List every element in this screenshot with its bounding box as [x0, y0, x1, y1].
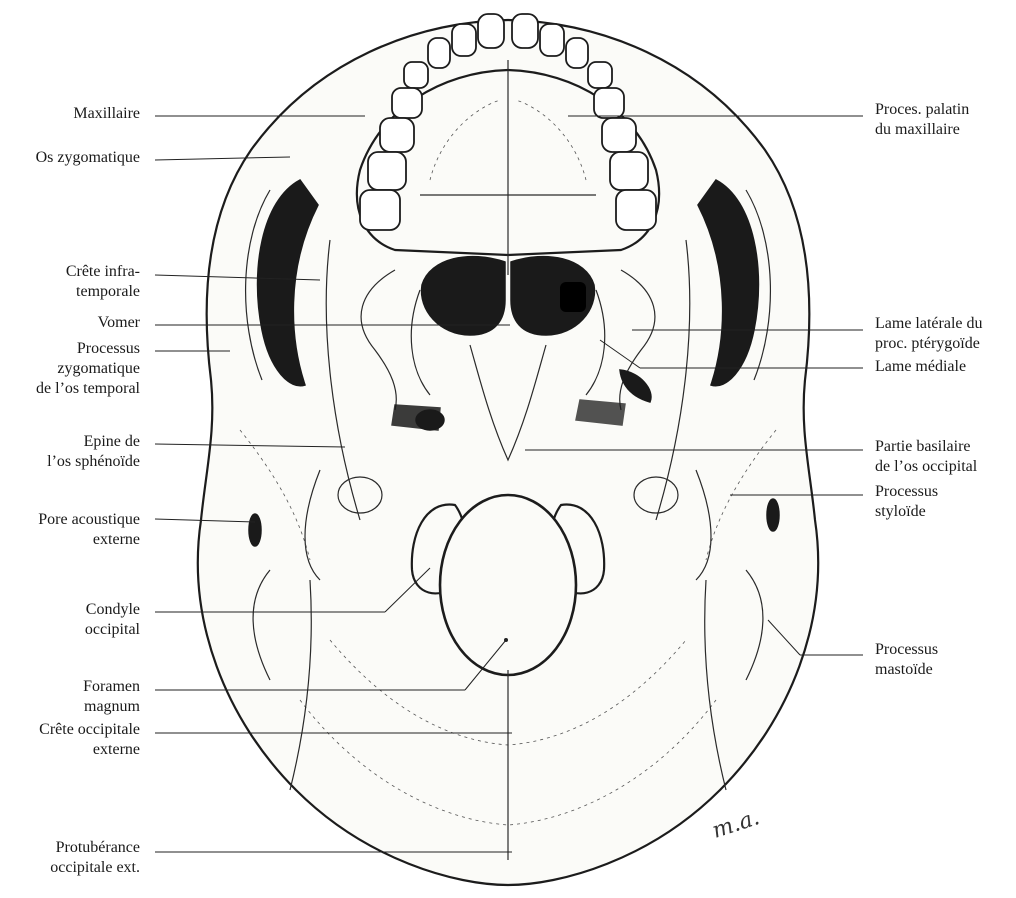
label-vomer: Vomer	[98, 313, 140, 333]
label-os-zygomatique: Os zygomatique	[36, 148, 140, 168]
label-partie-basilaire: Partie basilaire de l’os occipital	[875, 437, 977, 477]
label-processus-zygomatique: Processus zygomatique de l’os temporal	[36, 339, 140, 399]
label-pore-acoustique: Pore acoustique externe	[38, 510, 140, 550]
label-foramen-magnum: Foramen magnum	[83, 677, 140, 717]
label-processus-mastoide: Processus mastoïde	[875, 640, 938, 680]
label-crete-infratemporale: Crête infra- temporale	[66, 262, 140, 302]
label-epine-sphenoide: Epine de l’os sphénoïde	[47, 432, 140, 472]
label-maxillaire: Maxillaire	[73, 104, 140, 124]
label-crete-occipitale: Crête occipitale externe	[39, 720, 140, 760]
label-proces-palatin: Proces. palatin du maxillaire	[875, 100, 969, 140]
label-processus-styloide: Processus styloïde	[875, 482, 938, 522]
label-lame-mediale: Lame médiale	[875, 357, 966, 377]
label-protuberance: Protubérance occipitale ext.	[50, 838, 140, 878]
foramen-magnum-shape	[440, 495, 576, 675]
label-condyle-occipital: Condyle occipital	[85, 600, 140, 640]
label-lame-laterale: Lame latérale du proc. ptérygoïde	[875, 314, 983, 354]
